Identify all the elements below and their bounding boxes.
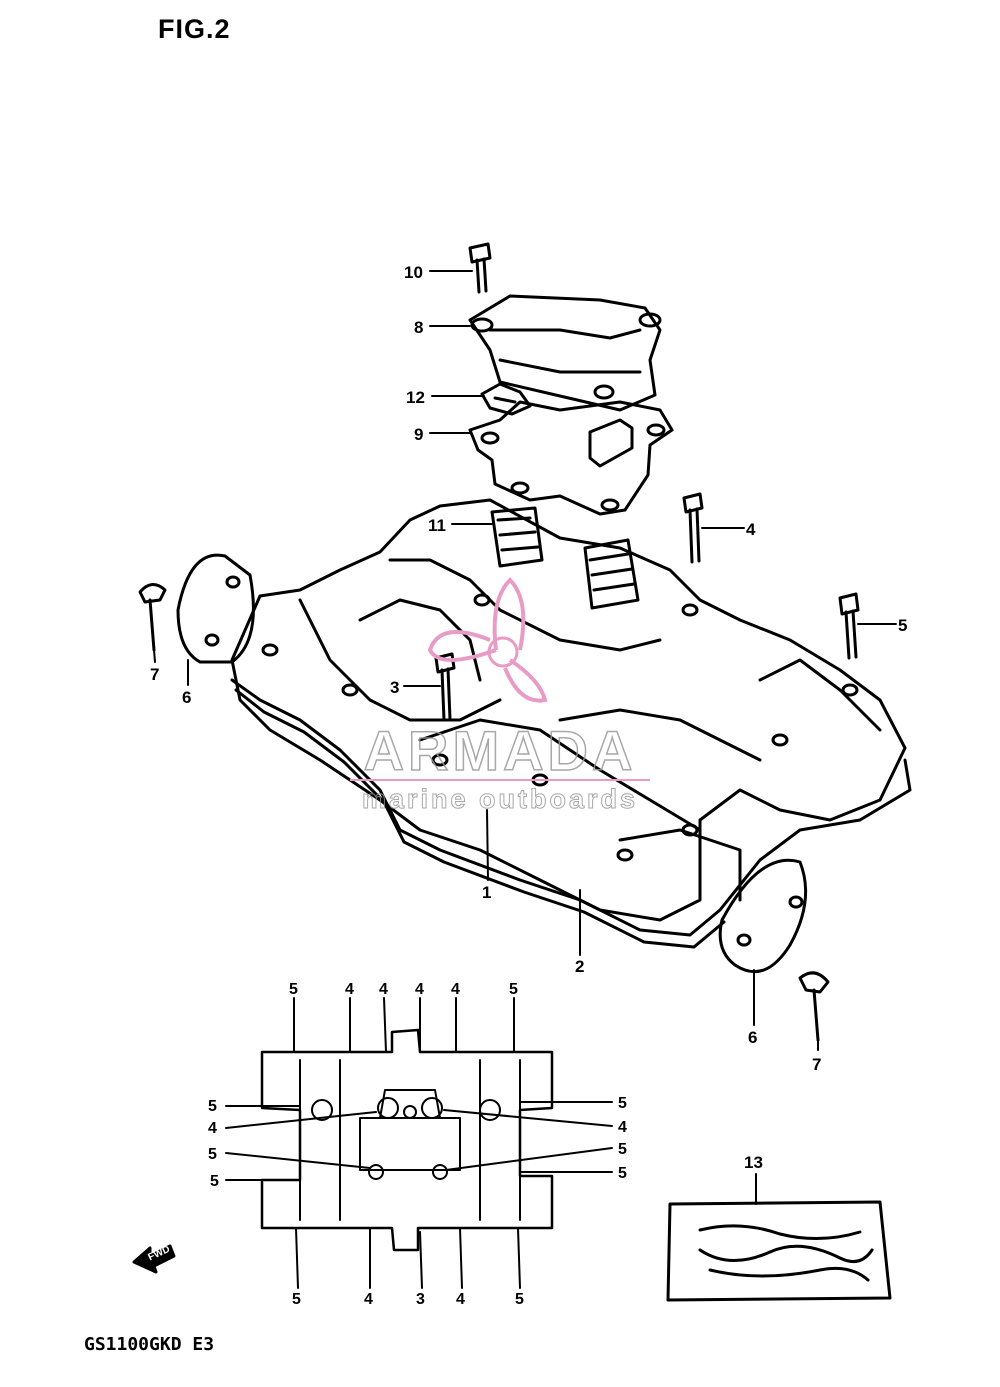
breather-cover-8 [468, 294, 662, 412]
bolt-4 [682, 492, 704, 564]
inset-top-1: 5 [289, 981, 298, 998]
callout-3: 3 [390, 678, 399, 697]
gasket-9 [468, 400, 674, 516]
callout-1: 1 [482, 883, 491, 902]
callout-10: 10 [404, 263, 423, 282]
callout-5: 5 [898, 616, 907, 635]
callout-7-left: 7 [150, 665, 159, 684]
filter-element-11 [490, 506, 640, 610]
bolt-10 [468, 242, 492, 294]
leader-lines [153, 270, 897, 1205]
inset-top-2: 4 [345, 981, 354, 998]
forward-arrow-icon [132, 1244, 176, 1274]
inset-callout-numbers: 5 4 4 4 4 5 5 4 5 5 5 4 5 5 5 4 3 4 5 [208, 981, 627, 1308]
inset-bottom-3: 3 [416, 1291, 425, 1308]
inset-left-1: 5 [208, 1098, 217, 1115]
inset-bottom-1: 5 [292, 1291, 301, 1308]
inset-bottom-4: 4 [456, 1291, 465, 1308]
screw-7-right [798, 971, 830, 1042]
callout-9: 9 [414, 425, 423, 444]
inset-left-2: 4 [208, 1120, 217, 1137]
inset-top-3: 4 [379, 981, 388, 998]
callout-6-left: 6 [182, 688, 191, 707]
inset-right-3: 5 [618, 1141, 627, 1158]
callout-4: 4 [746, 520, 756, 539]
bolt-5 [838, 592, 860, 660]
cylinder-head-cover-1 [230, 498, 907, 922]
bolt-pattern-inset [260, 1028, 554, 1252]
inset-top-5: 4 [451, 981, 460, 998]
inset-right-2: 4 [618, 1119, 627, 1136]
end-cap-6-right [718, 858, 808, 974]
inset-top-4: 4 [415, 981, 424, 998]
screw-7-left [138, 583, 167, 652]
inset-left-4: 5 [210, 1173, 219, 1190]
callout-numbers: 10 8 12 9 11 4 5 7 6 3 1 2 6 7 13 [150, 263, 907, 1172]
callout-7-right: 7 [812, 1055, 821, 1074]
head-cover-gasket-2 [230, 678, 912, 949]
label-plate-13 [666, 1200, 892, 1302]
figure-title: FIG.2 [158, 14, 231, 44]
callout-6-right: 6 [748, 1028, 757, 1047]
inset-right-4: 5 [618, 1165, 627, 1182]
callout-11: 11 [428, 516, 446, 535]
end-cap-6-left [176, 553, 255, 664]
inset-top-6: 5 [509, 981, 518, 998]
inset-bottom-2: 4 [364, 1291, 373, 1308]
callout-13: 13 [744, 1153, 763, 1172]
callout-8: 8 [414, 318, 423, 337]
inset-right-1: 5 [618, 1095, 627, 1112]
inset-left-3: 5 [208, 1146, 217, 1163]
callout-2: 2 [575, 957, 584, 976]
damper-12 [480, 382, 532, 416]
model-code: GS1100GKD E3 [84, 1334, 215, 1355]
inset-leader-lines [225, 997, 613, 1289]
callout-12: 12 [406, 388, 425, 407]
inset-bottom-5: 5 [515, 1291, 524, 1308]
